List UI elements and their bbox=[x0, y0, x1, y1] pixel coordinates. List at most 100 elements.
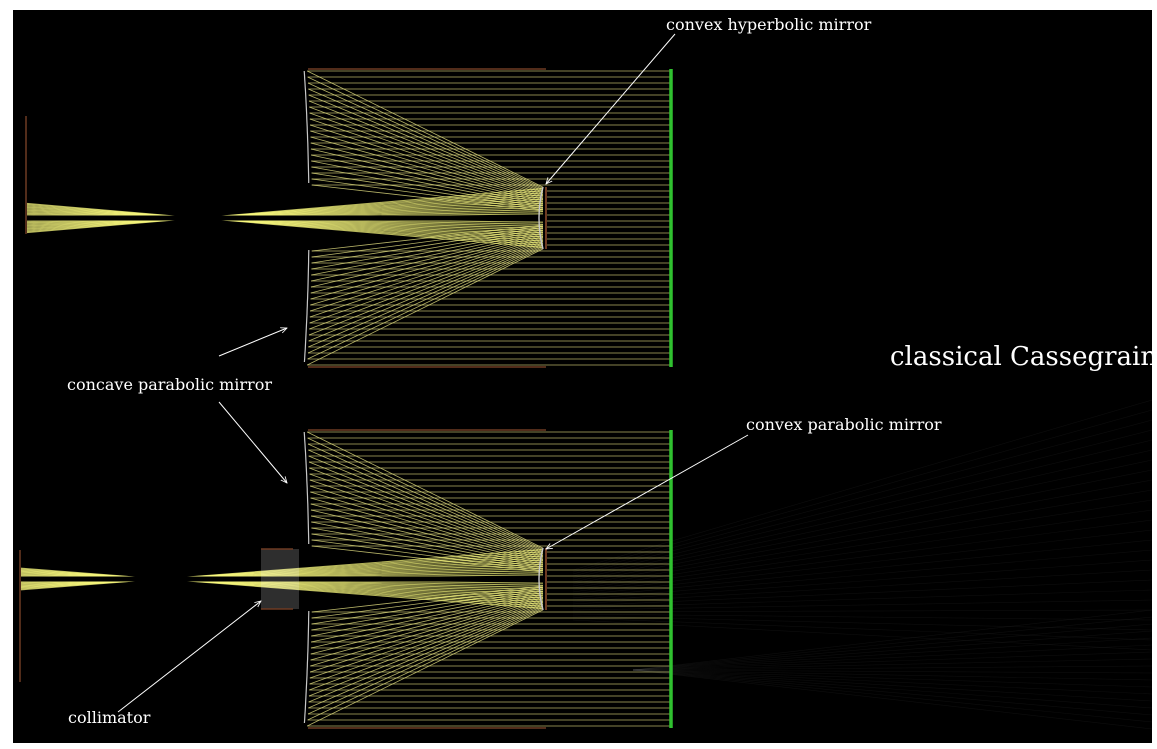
reflected-ray bbox=[307, 247, 544, 360]
stray-ray bbox=[572, 619, 1152, 651]
classical-cassegrain-system bbox=[25, 68, 673, 368]
reflected-ray bbox=[309, 598, 544, 673]
cassegrain-diagram bbox=[19, 33, 1152, 730]
reflected-ray bbox=[309, 599, 544, 679]
label-classical-cassegrain: classical Cassegrain bbox=[890, 342, 1152, 372]
reflected-ray bbox=[309, 485, 544, 560]
reflected-ray bbox=[307, 431, 544, 549]
reflected-ray bbox=[310, 234, 544, 300]
primary-mirror-lower bbox=[303, 610, 310, 724]
reflected-ray bbox=[309, 600, 544, 685]
reflected-ray bbox=[309, 473, 544, 558]
arrow-convex-hyperbolic-mirror bbox=[546, 33, 676, 184]
collimated-cassegrain-system bbox=[19, 429, 673, 729]
reflected-ray bbox=[307, 76, 544, 189]
reflected-ray bbox=[311, 515, 544, 567]
reflected-ray bbox=[308, 100, 544, 194]
reflected-ray bbox=[310, 235, 544, 306]
reflected-ray bbox=[308, 461, 544, 555]
reflected-ray bbox=[309, 467, 544, 557]
reflected-ray bbox=[307, 609, 544, 727]
stray-ray bbox=[572, 617, 1152, 641]
reflected-ray bbox=[307, 70, 544, 188]
arrow-concave-parabolic-mirror-top bbox=[218, 328, 287, 357]
stray-ray bbox=[632, 637, 1152, 671]
reflected-ray bbox=[310, 130, 544, 201]
label-convex-hyperbolic-mirror: convex hyperbolic mirror bbox=[666, 15, 872, 34]
stray-ray bbox=[632, 669, 1152, 674]
stray-ray bbox=[572, 469, 1152, 585]
reflected-ray bbox=[311, 230, 544, 282]
stray-ray bbox=[632, 669, 1152, 702]
reflected-ray bbox=[307, 248, 544, 366]
reflected-ray bbox=[310, 136, 544, 202]
reflected-ray bbox=[309, 238, 544, 318]
reflected-ray bbox=[309, 118, 544, 198]
stray-ray bbox=[572, 409, 1152, 573]
background-stray-light bbox=[572, 399, 1152, 730]
stray-ray bbox=[632, 616, 1152, 671]
stray-ray bbox=[572, 429, 1152, 577]
stray-ray bbox=[632, 630, 1152, 671]
secondary-mirror bbox=[538, 547, 544, 611]
stray-ray bbox=[632, 669, 1152, 695]
stray-ray bbox=[632, 658, 1152, 671]
reflected-ray bbox=[311, 228, 544, 270]
stray-ray bbox=[632, 669, 1152, 688]
reflected-ray bbox=[311, 590, 544, 637]
reflected-ray bbox=[308, 455, 544, 554]
stray-ray bbox=[572, 449, 1152, 581]
reflected-ray bbox=[310, 148, 544, 204]
arrow-collimator bbox=[117, 601, 261, 713]
reflected-ray bbox=[309, 106, 544, 196]
stray-ray bbox=[572, 559, 1152, 603]
stray-ray bbox=[572, 539, 1152, 599]
reflected-ray bbox=[310, 232, 544, 288]
stray-ray bbox=[632, 644, 1152, 671]
central-obstruction-shadow bbox=[27, 215, 543, 221]
stray-ray bbox=[632, 651, 1152, 671]
reflected-ray bbox=[311, 229, 544, 276]
reflected-ray bbox=[307, 437, 544, 550]
reflected-ray bbox=[311, 160, 544, 207]
reflected-ray bbox=[308, 449, 544, 553]
reflected-ray bbox=[309, 237, 544, 312]
stray-ray bbox=[632, 623, 1152, 671]
reflected-ray bbox=[310, 596, 544, 667]
ray-bundle bbox=[307, 70, 671, 366]
reflected-ray bbox=[308, 88, 544, 192]
converging-beam bbox=[20, 549, 544, 609]
reflected-ray bbox=[309, 240, 544, 330]
reflected-ray bbox=[311, 154, 544, 206]
reflected-ray bbox=[307, 606, 544, 715]
primary-mirror-lower bbox=[303, 249, 310, 363]
reflected-ray bbox=[309, 601, 544, 691]
reflected-ray bbox=[310, 509, 544, 565]
reflected-ray bbox=[310, 594, 544, 655]
reflected-ray bbox=[311, 166, 544, 208]
reflected-ray bbox=[310, 497, 544, 563]
reflected-ray bbox=[310, 491, 544, 562]
diagram-frame: convex hyperbolic mirror classical Casse… bbox=[13, 10, 1152, 743]
reflected-ray bbox=[308, 242, 544, 336]
reflected-ray bbox=[309, 112, 544, 197]
reflected-ray bbox=[311, 521, 544, 568]
primary-mirror-upper bbox=[303, 70, 310, 183]
stray-ray bbox=[572, 489, 1152, 589]
stray-ray bbox=[632, 669, 1152, 716]
reflected-ray bbox=[309, 124, 544, 199]
stray-ray bbox=[572, 499, 1152, 591]
reflected-ray bbox=[307, 443, 544, 552]
reflected-ray bbox=[308, 604, 544, 703]
label-convex-parabolic-mirror: convex parabolic mirror bbox=[746, 415, 942, 434]
stray-ray bbox=[572, 613, 1152, 621]
central-obstruction-shadow bbox=[21, 576, 543, 582]
reflected-ray bbox=[308, 605, 544, 709]
annotation-arrows bbox=[117, 33, 749, 713]
stray-ray bbox=[632, 665, 1152, 671]
converging-beam bbox=[26, 188, 544, 248]
reflected-ray bbox=[307, 82, 544, 191]
stray-ray bbox=[632, 669, 1152, 709]
label-concave-parabolic-mirror: concave parabolic mirror bbox=[67, 375, 272, 394]
ray-bundle bbox=[307, 431, 671, 727]
